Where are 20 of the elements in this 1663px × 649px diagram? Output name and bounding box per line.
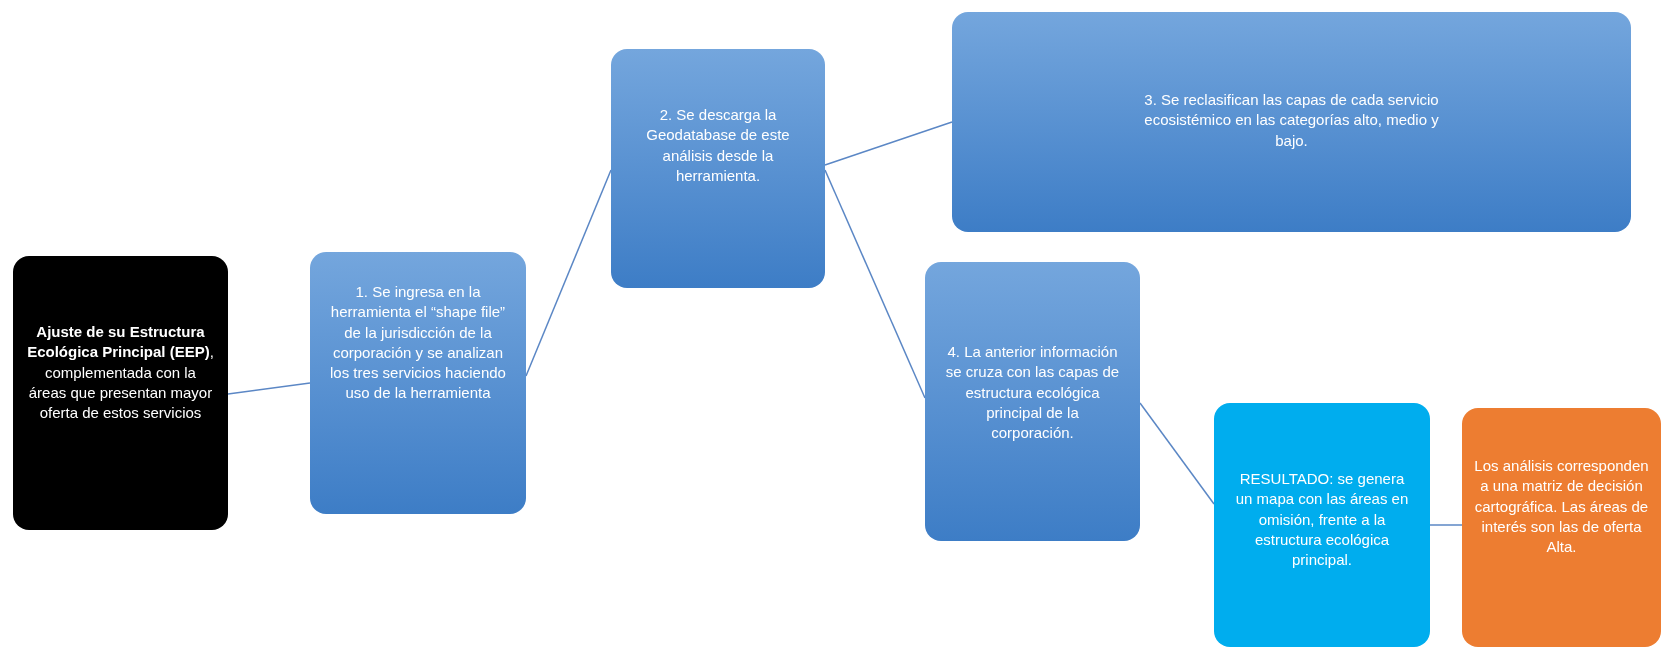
connector-line xyxy=(525,169,612,377)
box-text: 3. Se reclasifican las capas de cada servicio ecosistémico en las categorías alto, medio y bajo. xyxy=(1143,90,1440,151)
result-box xyxy=(1214,403,1430,647)
connector-line xyxy=(227,382,311,395)
step-box xyxy=(952,12,1631,232)
connector-line xyxy=(824,121,953,166)
box-text: Los análisis corresponden a una matriz de decisión cartográfica. Las áreas de interés son las de oferta Alta. xyxy=(1474,456,1649,557)
connector-line xyxy=(1139,402,1215,505)
step-box xyxy=(925,262,1140,541)
box-text: 1. Se ingresa en la herramienta el “shape file” de la jurisdicción de la corporación y se analizan los tres servicios haciendo uso de la herramienta xyxy=(330,282,506,404)
box-text: 2. Se descarga la Geodatabase de este análisis desde la herramienta. xyxy=(645,105,791,186)
connector-line xyxy=(1429,524,1463,526)
connector-line xyxy=(824,169,926,399)
box-text: Ajuste de su Estructura Ecológica Principal (EEP), complementada con la áreas que presentan mayor oferta de estos servicios xyxy=(26,322,215,423)
step-box xyxy=(310,252,526,514)
note-box xyxy=(1462,408,1661,647)
step-box xyxy=(611,49,825,288)
topic-box xyxy=(13,256,228,530)
box-text: RESULTADO: se genera un mapa con las áreas en omisión, frente a la estructura ecológica principal. xyxy=(1234,469,1410,570)
box-text: 4. La anterior información se cruza con las capas de estructura ecológica principal de la corporación. xyxy=(945,342,1120,443)
